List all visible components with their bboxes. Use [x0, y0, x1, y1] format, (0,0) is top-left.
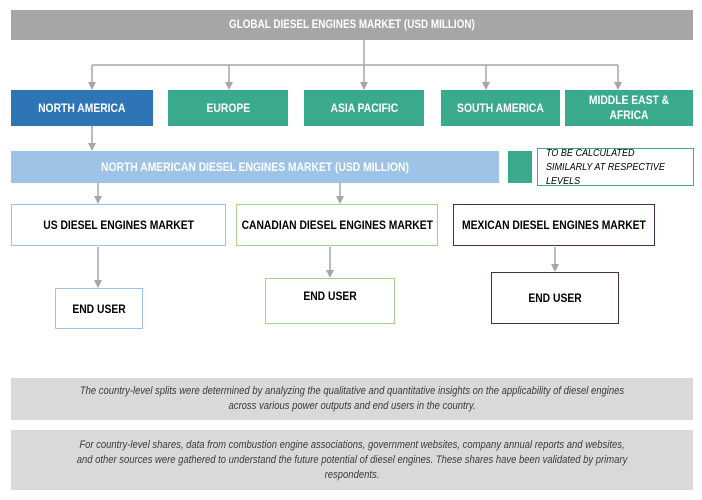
region-south-america: SOUTH AMERICA: [441, 90, 560, 126]
region-asia-pacific: ASIA PACIFIC: [304, 90, 424, 126]
canada-end-user: END USER: [265, 278, 395, 324]
global-market-title: GLOBAL DIESEL ENGINES MARKET (USD MILLIO…: [11, 10, 693, 40]
us-end-user: END USER: [55, 288, 143, 329]
country-canada-market: CANADIAN DIESEL ENGINES MARKET: [236, 204, 438, 246]
north-american-market-bar: NORTH AMERICAN DIESEL ENGINES MARKET (US…: [11, 151, 499, 183]
region-north-america: NORTH AMERICA: [11, 90, 153, 126]
mexico-end-user: END USER: [491, 272, 619, 324]
legend-swatch: [508, 151, 532, 183]
methodology-note-1: The country-level splits were determined…: [11, 378, 693, 420]
methodology-note-2: For country-level shares, data from comb…: [11, 430, 693, 490]
country-mexico-market: MEXICAN DIESEL ENGINES MARKET: [453, 204, 655, 246]
calculation-note: TO BE CALCULATED SIMILARLY AT RESPECTIVE…: [537, 147, 694, 187]
region-middle-east-africa: MIDDLE EAST & AFRICA: [565, 90, 693, 126]
region-europe: EUROPE: [168, 90, 288, 126]
country-us-market: US DIESEL ENGINES MARKET: [11, 204, 226, 246]
